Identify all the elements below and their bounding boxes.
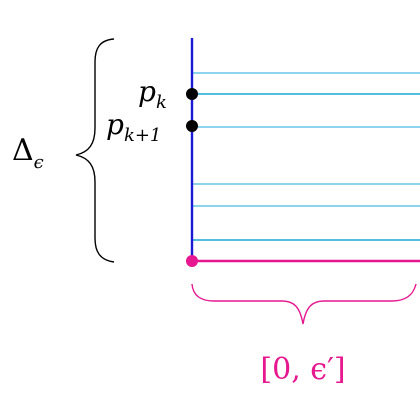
horizontal-lines-group [192,72,420,241]
origin-point [186,255,198,267]
label-delta-epsilon: Δϵ [12,133,44,173]
point-p-k [186,88,198,100]
point-p-k-plus-1 [186,120,198,132]
label-p-k: pk [138,75,167,113]
left-brace [75,38,115,263]
label-interval: [0, ϵ′] [260,352,345,387]
label-p-k-plus-1: pk+1 [106,108,161,146]
bottom-brace [191,283,417,325]
